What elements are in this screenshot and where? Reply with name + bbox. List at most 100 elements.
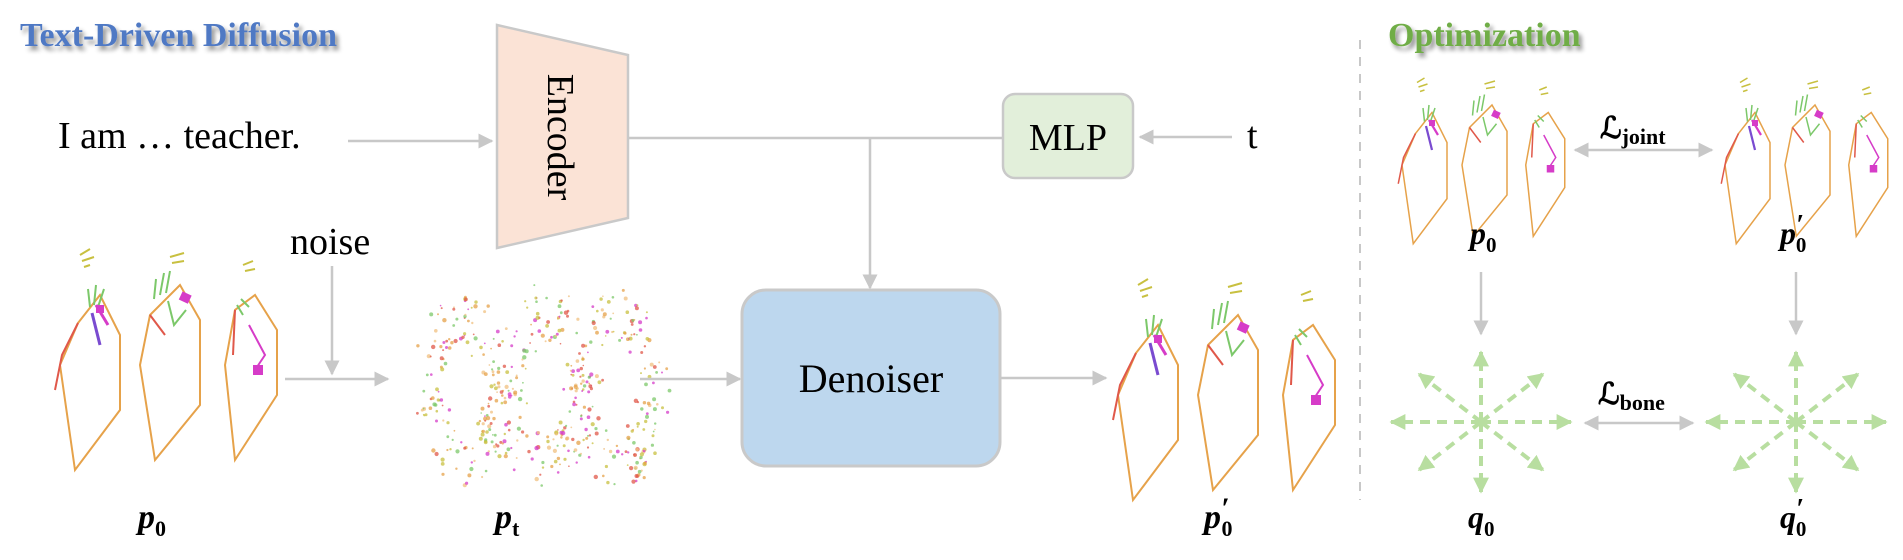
noise-point bbox=[560, 436, 563, 439]
noise-point bbox=[431, 448, 436, 453]
noise-point bbox=[499, 390, 504, 394]
encoder-label: Encoder bbox=[539, 74, 581, 201]
noise-point bbox=[632, 441, 636, 445]
noise-point bbox=[521, 364, 525, 368]
noise-point bbox=[645, 316, 648, 320]
noise-point bbox=[504, 422, 508, 427]
noise-point bbox=[591, 442, 594, 445]
noise-point bbox=[582, 438, 585, 442]
noise-point bbox=[467, 473, 472, 478]
noise-point bbox=[491, 370, 495, 374]
noise-point bbox=[562, 444, 566, 448]
noise-point bbox=[494, 386, 498, 391]
noise-point bbox=[661, 371, 663, 374]
noise-point bbox=[572, 402, 576, 407]
noise-point bbox=[638, 328, 643, 332]
noise-point bbox=[505, 370, 510, 374]
noise-point bbox=[565, 436, 570, 441]
noise-point bbox=[571, 369, 575, 373]
noise-point bbox=[581, 373, 585, 377]
bone-star-q0 bbox=[1391, 352, 1571, 492]
noise-point bbox=[624, 450, 628, 453]
noise-point bbox=[529, 342, 531, 344]
noise-point bbox=[587, 390, 591, 394]
bone-loss-label: ℒbone bbox=[1598, 378, 1665, 415]
noise-point bbox=[446, 435, 450, 439]
noise-point bbox=[606, 438, 609, 442]
noise-point bbox=[500, 401, 504, 405]
noise-point bbox=[431, 344, 436, 350]
noise-point bbox=[656, 403, 659, 406]
noise-point bbox=[489, 422, 493, 425]
noise-point bbox=[463, 332, 467, 336]
noise-point bbox=[484, 415, 486, 417]
noise-point bbox=[566, 309, 570, 313]
noise-point bbox=[490, 440, 494, 444]
noise-point bbox=[486, 416, 491, 421]
noise-point bbox=[636, 425, 639, 428]
noise-point bbox=[441, 404, 444, 407]
noise-point bbox=[552, 438, 555, 441]
noise-point bbox=[422, 389, 426, 393]
noise-point bbox=[449, 448, 452, 451]
noise-point bbox=[650, 443, 655, 447]
noise-point bbox=[652, 381, 655, 385]
noise-point bbox=[434, 329, 438, 333]
noise-point bbox=[494, 450, 497, 453]
noise-point bbox=[445, 346, 448, 349]
noise-point bbox=[651, 434, 655, 438]
noise-point bbox=[496, 444, 500, 448]
noise-point bbox=[451, 438, 454, 441]
noise-point bbox=[535, 311, 540, 316]
noise-point bbox=[465, 481, 469, 485]
left-section-title: Text-Driven Diffusion bbox=[20, 17, 337, 54]
noise-point bbox=[470, 354, 473, 357]
noise-point bbox=[601, 343, 604, 347]
noise-point bbox=[635, 460, 639, 465]
noise-point bbox=[472, 333, 475, 336]
noise-point bbox=[487, 404, 491, 408]
noise-point bbox=[582, 384, 587, 388]
noise-point bbox=[584, 427, 588, 432]
noise-point bbox=[544, 340, 547, 343]
noise-point bbox=[515, 330, 518, 333]
noise-point bbox=[435, 387, 439, 392]
noise-point bbox=[576, 317, 580, 321]
noise-point bbox=[424, 413, 428, 417]
encoder-block bbox=[495, 23, 630, 250]
noise-point bbox=[446, 448, 449, 452]
noise-point bbox=[625, 424, 630, 428]
noise-point bbox=[546, 320, 550, 324]
noise-point bbox=[439, 345, 443, 349]
noise-point bbox=[603, 448, 605, 450]
noise-point bbox=[481, 429, 485, 434]
noise-point bbox=[503, 432, 506, 436]
noise-point bbox=[510, 446, 513, 450]
noise-point bbox=[485, 451, 490, 456]
noise-point bbox=[590, 422, 595, 427]
noise-point bbox=[482, 353, 485, 356]
noise-point bbox=[557, 328, 562, 333]
noise-point bbox=[493, 383, 496, 386]
noise-point bbox=[591, 305, 595, 308]
noisy-pose-cloud-pt bbox=[416, 284, 672, 488]
noise-point bbox=[639, 455, 643, 460]
noise-point bbox=[447, 346, 452, 350]
noise-point bbox=[602, 312, 607, 317]
noise-point bbox=[640, 351, 644, 354]
noise-point bbox=[452, 324, 456, 327]
text-input-label: I am … teacher. bbox=[58, 115, 301, 157]
timestep-label: t bbox=[1247, 115, 1258, 157]
noise-point bbox=[550, 464, 554, 469]
noise-point bbox=[580, 382, 583, 385]
noise-point bbox=[615, 444, 619, 448]
noise-point bbox=[569, 386, 574, 391]
noise-point bbox=[534, 476, 539, 482]
noise-point bbox=[575, 331, 578, 335]
noise-point bbox=[473, 336, 478, 341]
noise-point bbox=[654, 428, 656, 431]
noise-point bbox=[652, 430, 655, 433]
noise-point bbox=[525, 434, 529, 438]
noise-point bbox=[576, 368, 581, 373]
noise-point bbox=[497, 454, 502, 459]
